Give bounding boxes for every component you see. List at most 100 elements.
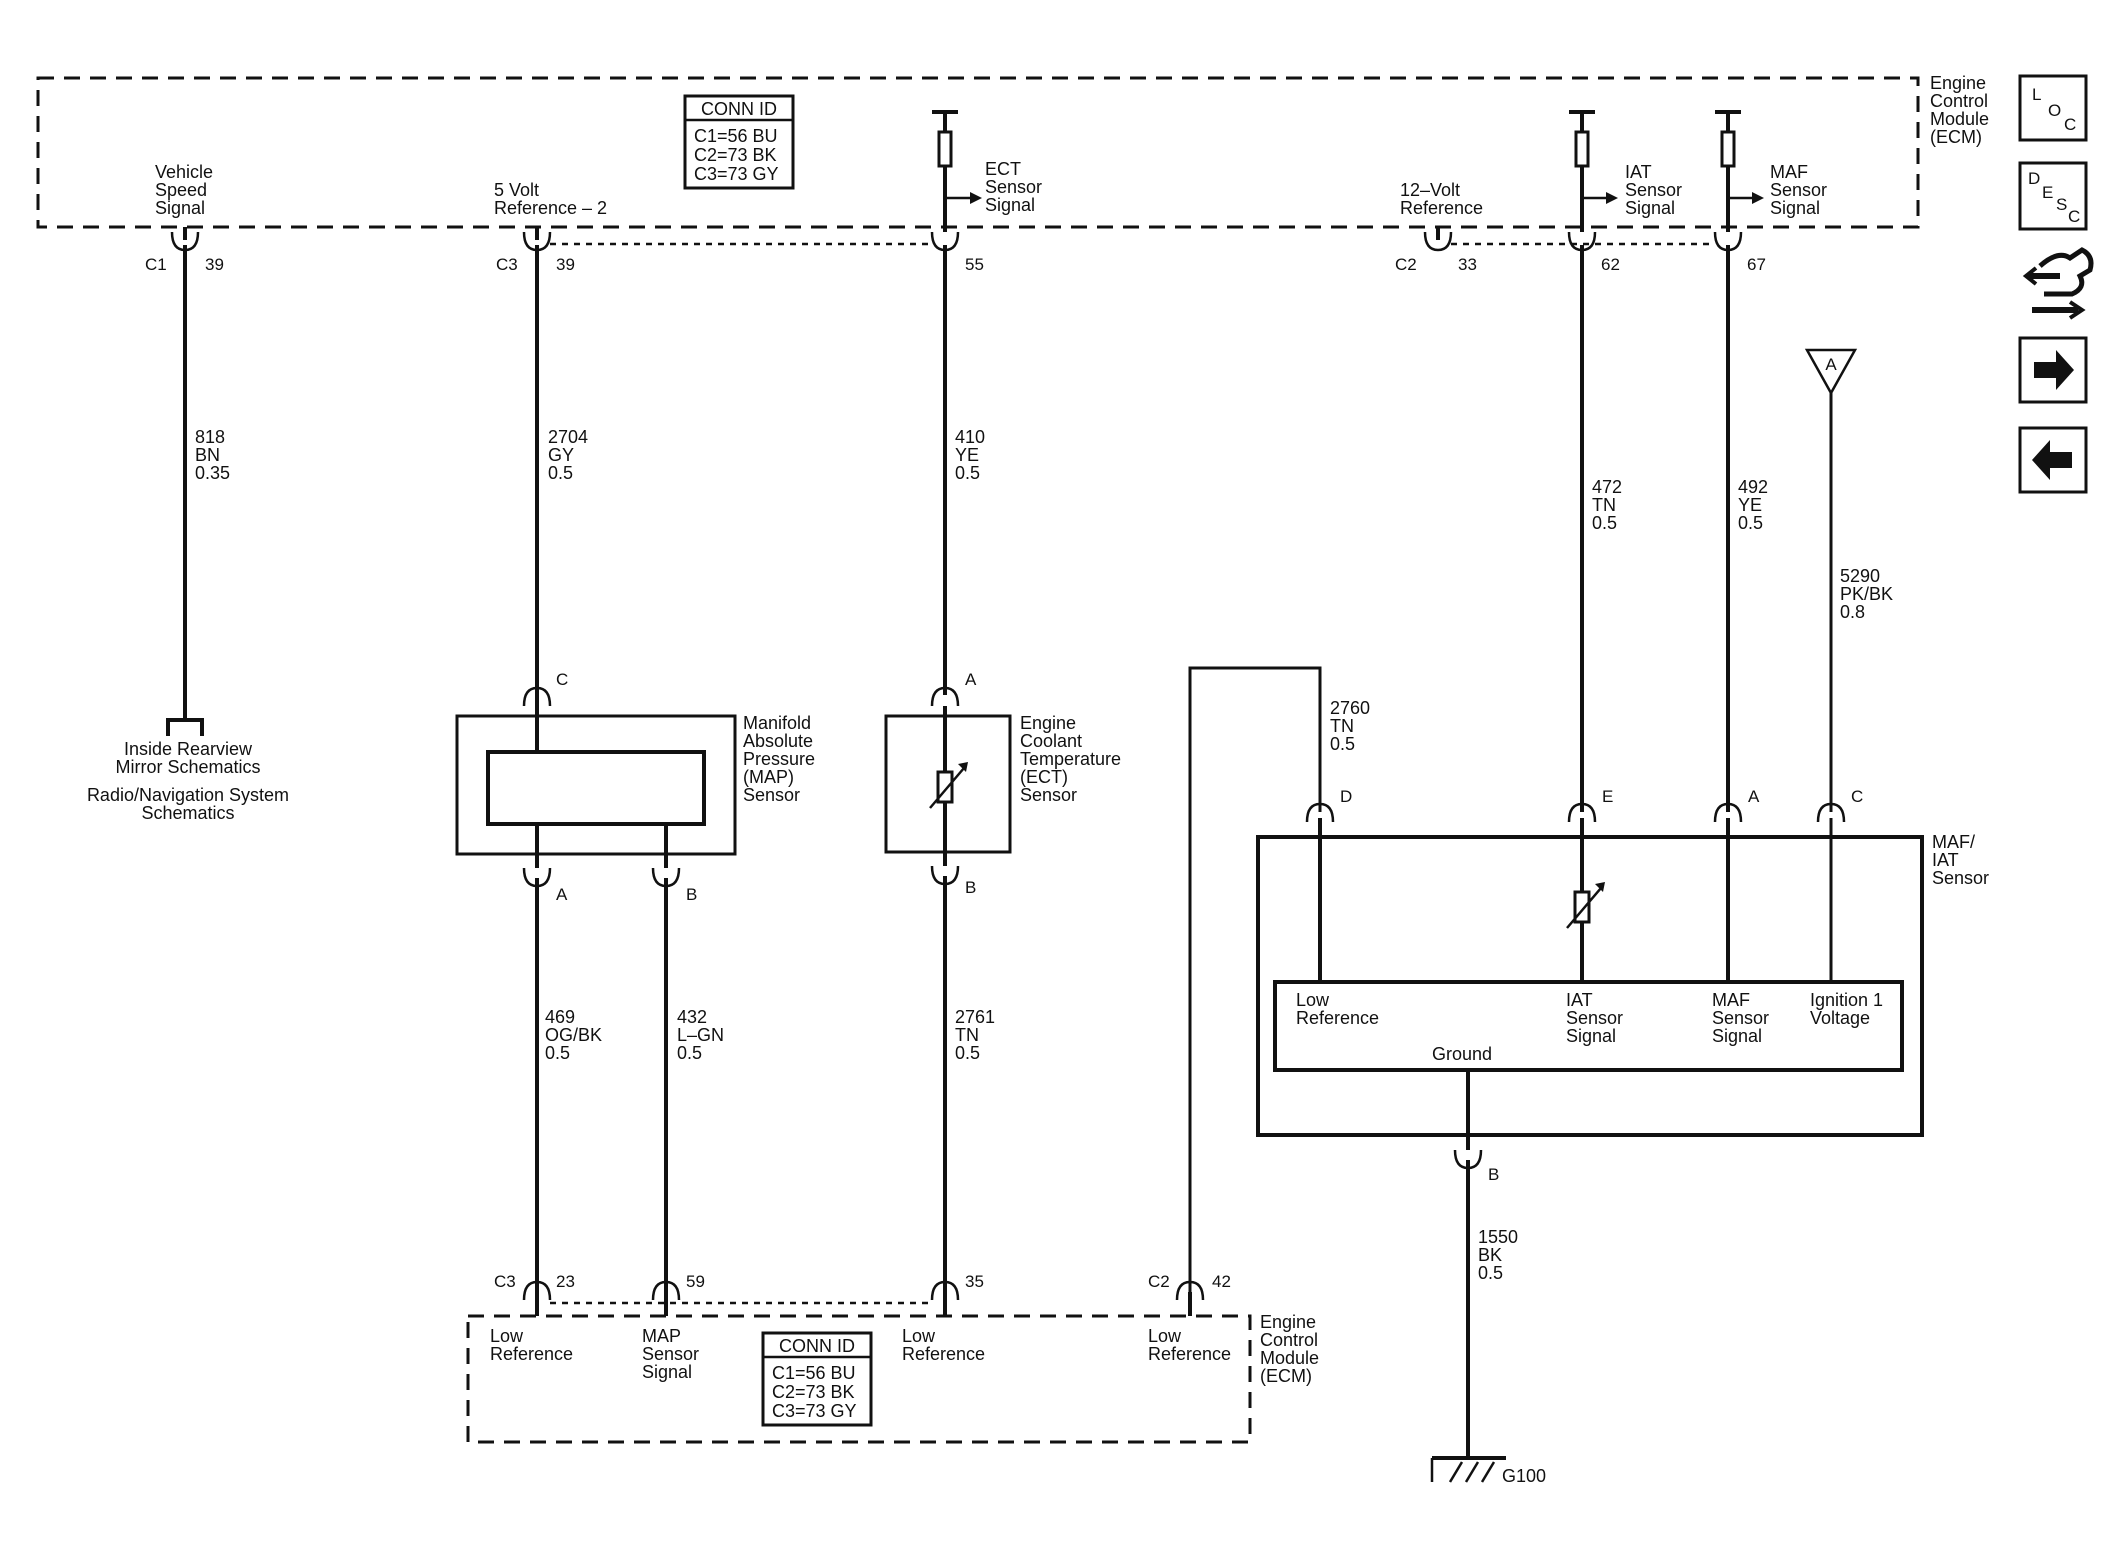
pin-number: 23	[556, 1272, 575, 1291]
inner-iat-sig: Signal	[1566, 1026, 1616, 1046]
wire-label: YE	[955, 445, 979, 465]
wire-label: 0.5	[1478, 1263, 1503, 1283]
ect-signal-label: Signal	[985, 195, 1035, 215]
inner-iat-sig: IAT	[1566, 990, 1593, 1010]
wire-label: 0.35	[195, 463, 230, 483]
maf-signal-label: Signal	[1770, 198, 1820, 218]
wire-410: 410 YE 0.5	[943, 245, 985, 695]
ect-label: Sensor	[1020, 785, 1077, 805]
ecm-bottom-label-1: Engine	[1260, 1312, 1316, 1332]
vss-label: Speed	[155, 180, 207, 200]
wire-1550: 1550 BK 0.5	[1466, 1160, 1518, 1458]
ecm-top-label-4: (ECM)	[1930, 127, 1982, 147]
ecm-top-outline	[36, 76, 1920, 229]
wire-label: 0.5	[1330, 734, 1355, 754]
radio-destination: Radio/Navigation System	[87, 785, 289, 805]
map-label: Pressure	[743, 749, 815, 769]
ect-label: Coolant	[1020, 731, 1082, 751]
map-pin-a: A	[556, 885, 568, 904]
inner-maf-sig: Signal	[1712, 1026, 1762, 1046]
maf-iat-label: Sensor	[1932, 868, 1989, 888]
pin-number: 33	[1458, 255, 1477, 274]
wire-2704: 2704 GY 0.5	[535, 245, 588, 695]
offpage-a-label: A	[1825, 355, 1837, 374]
map-sensor: C Manifold Absolute Pressure (MAP) Senso…	[455, 670, 815, 904]
pin-number: 42	[1212, 1272, 1231, 1291]
inner-maf-sig: Sensor	[1712, 1008, 1769, 1028]
conn-id-line: C2=73 BK	[694, 145, 777, 165]
map-label: Manifold	[743, 713, 811, 733]
pin-number: 55	[965, 255, 984, 274]
inner-ground: Ground	[1432, 1044, 1492, 1064]
ect-pin-a: A	[965, 670, 977, 689]
pin-number: 59	[686, 1272, 705, 1291]
ecm-bottom-outline	[466, 1314, 1252, 1444]
low-ref-label: Low	[490, 1326, 524, 1346]
wire-label: 0.5	[955, 463, 980, 483]
wire-label: 2761	[955, 1007, 995, 1027]
wire-2760: 2760 TN 0.5	[1188, 666, 1370, 1300]
ecm-top-label-1: Engine	[1930, 73, 1986, 93]
loc-icon[interactable]: L O C	[2018, 74, 2088, 142]
maf-iat-pin-e: E	[1602, 787, 1613, 806]
ect-label: Temperature	[1020, 749, 1121, 769]
low-ref-label: Low	[1148, 1326, 1182, 1346]
low-ref-label: Reference	[490, 1344, 573, 1364]
wire-472: 472 TN 0.5	[1580, 245, 1622, 812]
next-arrow-icon[interactable]	[2018, 336, 2088, 404]
wire-label: 0.5	[548, 463, 573, 483]
desc-letter: D	[2028, 169, 2040, 188]
map-pin-c: C	[556, 670, 568, 689]
low-ref-label: Reference	[1148, 1344, 1231, 1364]
pin-conn: C2	[1395, 255, 1417, 274]
ref5-label: 5 Volt	[494, 180, 539, 200]
desc-icon[interactable]: D E S C	[2018, 161, 2088, 231]
wire-5290: A 5290 PK/BK 0.8	[1804, 348, 1893, 812]
conn-id-line: C3=73 GY	[694, 164, 779, 184]
conn-id-title: CONN ID	[779, 1336, 855, 1356]
wire-label: 410	[955, 427, 985, 447]
conn-id-line: C3=73 GY	[772, 1401, 857, 1421]
wire-label: TN	[955, 1025, 979, 1045]
wire-label: TN	[1592, 495, 1616, 515]
previous-arrow-icon[interactable]	[2018, 426, 2088, 494]
inner-ign: Ignition 1	[1810, 990, 1883, 1010]
maf-pullup-resistor	[1715, 110, 1764, 232]
wire-432: 432 L–GN 0.5	[664, 878, 724, 1300]
low-ref-label: Low	[902, 1326, 936, 1346]
wire-label: OG/BK	[545, 1025, 602, 1045]
desc-letter: C	[2068, 207, 2080, 226]
wire-label: 432	[677, 1007, 707, 1027]
offpage-connector-icon	[1804, 348, 1858, 396]
wire-label: 0.5	[1592, 513, 1617, 533]
wire-label: 818	[195, 427, 225, 447]
vss-label: Signal	[155, 198, 205, 218]
pin-number: 62	[1601, 255, 1620, 274]
pin-conn: C3	[496, 255, 518, 274]
map-pin-b: B	[686, 885, 697, 904]
wire-label: 0.5	[677, 1043, 702, 1063]
ecm-top-module: Engine Control Module (ECM) CONN ID C1=5…	[36, 73, 1989, 274]
inner-low-ref: Low	[1296, 990, 1330, 1010]
wiring-harness-icon[interactable]	[2022, 247, 2094, 320]
wire-label: 0.5	[545, 1043, 570, 1063]
ect-pin-b: B	[965, 878, 976, 897]
map-label: (MAP)	[743, 767, 794, 787]
ground-icon: G100	[1430, 1456, 1546, 1486]
wire-label: 2760	[1330, 698, 1370, 718]
pin-conn: C1	[145, 255, 167, 274]
wire-label: GY	[548, 445, 574, 465]
wire-label: 492	[1738, 477, 1768, 497]
wire-label: L–GN	[677, 1025, 724, 1045]
wire-label: 5290	[1840, 566, 1880, 586]
wire-label: TN	[1330, 716, 1354, 736]
wire-label: 469	[545, 1007, 575, 1027]
pin-conn: C2	[1148, 1272, 1170, 1291]
inner-low-ref: Reference	[1296, 1008, 1379, 1028]
ect-pullup-resistor	[932, 110, 982, 232]
loc-letter: C	[2064, 115, 2076, 134]
ect-signal-label: Sensor	[985, 177, 1042, 197]
maf-iat-pin-b: B	[1488, 1165, 1499, 1184]
maf-iat-pin-c: C	[1851, 787, 1863, 806]
